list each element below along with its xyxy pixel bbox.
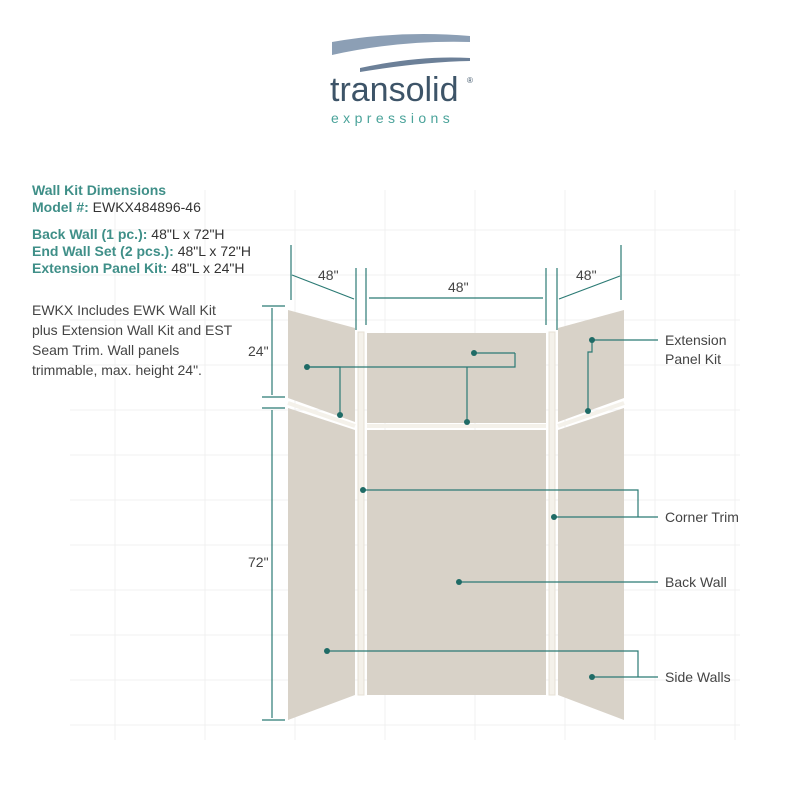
seam-trim: [287, 401, 625, 428]
callout-side-walls: Side Walls: [665, 669, 731, 685]
kit-note: EWKX Includes EWK Wall Kit plus Extensio…: [32, 302, 232, 378]
callout-corner-trim: Corner Trim: [665, 509, 739, 525]
right-width-label: 48": [576, 267, 597, 283]
back-extension-panel: [367, 333, 546, 423]
extension-label: Extension Panel Kit:: [32, 260, 168, 276]
callout-extension-line2: Panel Kit: [665, 351, 721, 367]
left-corner-trim: [357, 331, 365, 696]
callout-dots: [304, 337, 595, 680]
registered-mark: ®: [467, 76, 473, 85]
end-wall-value: 48"L x 72"H: [177, 243, 251, 259]
callout-back-wall: Back Wall: [665, 574, 727, 590]
wall-height-label: 72": [248, 554, 269, 570]
brand-logo-subtitle: expressions: [331, 110, 455, 126]
model-label: Model #:: [32, 199, 89, 215]
spec-block: Wall Kit Dimensions Model #: EWKX484896-…: [32, 182, 251, 277]
extension-value: 48"L x 24"H: [171, 260, 245, 276]
left-side-wall: [288, 408, 355, 720]
end-wall-label: End Wall Set (2 pcs.):: [32, 243, 174, 259]
extension-height-label: 24": [248, 343, 269, 359]
right-corner-trim: [548, 331, 556, 696]
logo-waves: [332, 34, 470, 72]
spec-title: Wall Kit Dimensions: [32, 182, 167, 198]
right-extension-panel: [558, 310, 624, 422]
back-wall-value: 48"L x 72"H: [151, 226, 225, 242]
back-wall-label: Back Wall (1 pc.):: [32, 226, 148, 242]
left-extension-panel: [288, 310, 355, 422]
back-width-label: 48": [448, 279, 469, 295]
callout-extension-line1: Extension: [665, 332, 726, 348]
model-value: EWKX484896-46: [92, 199, 201, 215]
right-side-wall: [558, 408, 624, 720]
back-wall-panel: [367, 430, 546, 695]
dimension-lines: [262, 245, 622, 721]
left-width-label: 48": [318, 267, 339, 283]
brand-logo-wordmark: transolid: [330, 71, 459, 109]
callout-leaders: [307, 339, 658, 678]
